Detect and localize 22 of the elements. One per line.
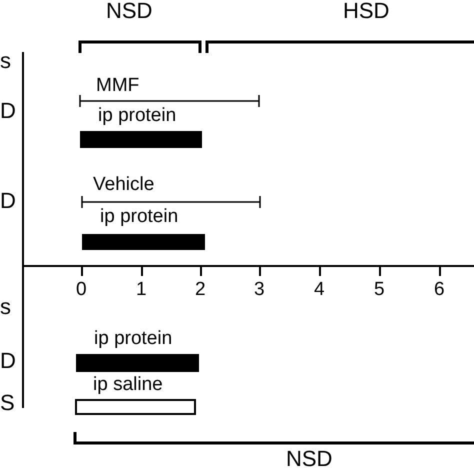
tick-label: 1 — [136, 280, 147, 299]
row-label: s — [0, 50, 11, 72]
treatment-label: Vehicle — [93, 175, 154, 194]
period-label: NSD — [106, 0, 152, 22]
treatment-label: MMF — [96, 76, 140, 95]
bar-label: ip protein — [100, 206, 178, 228]
row-label: D — [0, 100, 16, 122]
row-label: D — [0, 190, 16, 212]
period-label: NSD — [286, 448, 332, 470]
row-label: S — [0, 392, 15, 414]
period-label: HSD — [343, 0, 390, 22]
bar-label: ip saline — [93, 374, 163, 396]
tick-label: 6 — [434, 280, 445, 299]
tick-label: 0 — [76, 280, 87, 299]
row-label: D — [0, 350, 16, 372]
bar-label: ip protein — [98, 105, 176, 127]
tick-label: 3 — [254, 280, 265, 299]
row-label: s — [0, 296, 11, 318]
tick-label: 5 — [374, 280, 385, 299]
tick-label: 2 — [195, 280, 206, 299]
tick-label: 4 — [314, 280, 325, 299]
bar-label: ip protein — [94, 328, 172, 350]
